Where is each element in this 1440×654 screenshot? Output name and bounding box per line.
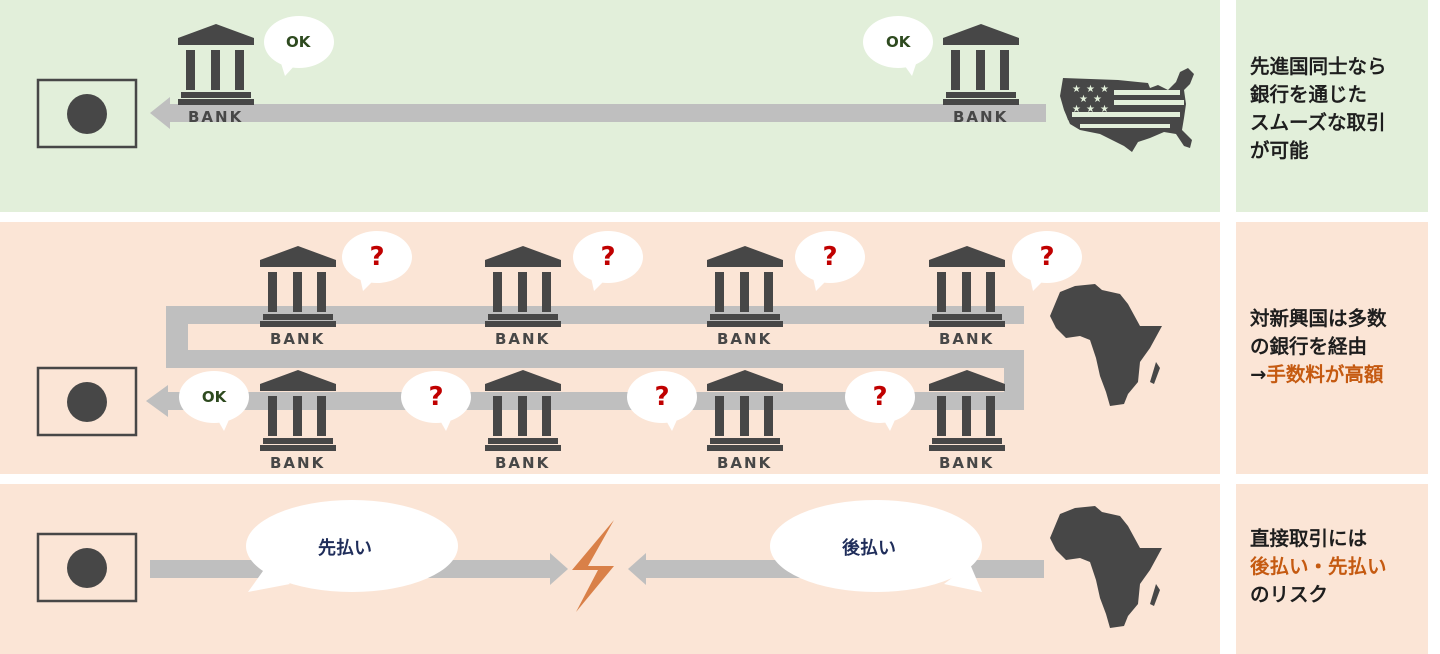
developed-country-panel: ★★★ ★★ ★★★ BANK BANK OK OK <box>0 0 1220 212</box>
bubble-text-ok: OK <box>286 33 311 51</box>
speech-bubble <box>264 16 334 76</box>
emerging-note-panel: 対新興国は多数 の銀行を経由 →手数料が高額 <box>1236 222 1428 474</box>
speech-bubble <box>863 16 933 76</box>
bubble-text: ? <box>369 242 385 272</box>
arrow-to-japan <box>150 97 1046 129</box>
japan-flag-icon <box>36 366 138 437</box>
svg-text:★: ★ <box>1072 104 1081 115</box>
usa-map-icon: ★★★ ★★ ★★★ <box>1060 68 1194 152</box>
emerging-diagram <box>36 231 1162 451</box>
bubble-text: ? <box>1039 242 1055 272</box>
bank-icon <box>485 370 561 451</box>
bank-icon <box>260 370 336 451</box>
speech-bubble <box>246 500 458 592</box>
japan-flag-icon <box>36 78 138 149</box>
speech-bubble <box>770 500 982 592</box>
bubble-text: ? <box>428 382 444 412</box>
bank-icon <box>485 246 561 327</box>
svg-text:★: ★ <box>1100 84 1109 95</box>
note-line: 銀行を通じた <box>1250 83 1368 106</box>
note-line: が可能 <box>1250 139 1309 162</box>
bubble-text: ? <box>600 242 616 272</box>
direct-diagram <box>36 500 1162 628</box>
zigzag-arrow-path <box>146 306 1024 417</box>
africa-map-icon <box>1050 284 1162 406</box>
lightning-icon <box>572 520 614 612</box>
note-text: 対新興国は多数 の銀行を経由 → <box>1250 307 1387 386</box>
bank-icon <box>707 370 783 451</box>
bank-label: BANK <box>270 330 326 348</box>
svg-text:★: ★ <box>1079 94 1088 105</box>
speech-bubble <box>795 231 865 291</box>
japan-flag-icon <box>36 532 138 603</box>
svg-text:★: ★ <box>1093 94 1102 105</box>
speech-bubble <box>342 231 412 291</box>
svg-text:★: ★ <box>1086 104 1095 115</box>
svg-text:★: ★ <box>1086 84 1095 95</box>
svg-text:★: ★ <box>1072 84 1081 95</box>
developed-note: 先進国同士なら 銀行を通じた スムーズな取引 が可能 <box>1250 53 1422 165</box>
bubble-text: ? <box>822 242 838 272</box>
bank-label: BANK <box>495 454 551 472</box>
bank-label: BANK <box>270 454 326 472</box>
bubble-text-ok: OK <box>886 33 911 51</box>
bank-icon <box>929 370 1005 451</box>
bubble-text: ? <box>872 382 888 412</box>
note-highlight: 手数料が高額 <box>1266 363 1384 386</box>
bank-label: BANK <box>939 454 995 472</box>
speech-bubble <box>845 371 915 431</box>
bank-icon <box>707 246 783 327</box>
postpayment-label: 後払い <box>842 538 896 559</box>
note-line: スムーズな取引 <box>1250 111 1386 134</box>
direct-note: 直接取引には 後払い・先払い のリスク <box>1250 525 1422 609</box>
bubble-text: ? <box>654 382 670 412</box>
speech-bubble <box>627 371 697 431</box>
direct-note-panel: 直接取引には 後払い・先払い のリスク <box>1236 484 1428 654</box>
bank-label: BANK <box>188 108 244 126</box>
developed-note-panel: 先進国同士なら 銀行を通じた スムーズな取引 が可能 <box>1236 0 1428 212</box>
bank-icon <box>929 246 1005 327</box>
note-line: 直接取引には <box>1250 527 1368 550</box>
note-line: 先進国同士なら <box>1250 55 1387 78</box>
direct-transaction-panel: 先払い 後払い <box>0 484 1220 654</box>
svg-text:★: ★ <box>1100 104 1109 115</box>
bank-icon <box>178 24 254 105</box>
bank-icon <box>943 24 1019 105</box>
bubble-text: OK <box>201 388 227 406</box>
note-highlight: 後払い・先払い <box>1250 555 1387 578</box>
bank-label: BANK <box>717 330 773 348</box>
bank-label: BANK <box>495 330 551 348</box>
prepayment-label: 先払い <box>318 538 372 559</box>
bank-icon <box>260 246 336 327</box>
note-line: のリスク <box>1250 583 1329 606</box>
speech-bubble <box>1012 231 1082 291</box>
emerging-note: 対新興国は多数 の銀行を経由 →手数料が高額 <box>1250 305 1422 389</box>
bank-label: BANK <box>717 454 773 472</box>
bank-label: BANK <box>939 330 995 348</box>
speech-bubble <box>179 371 249 431</box>
africa-map-icon <box>1050 506 1162 628</box>
bank-label: BANK <box>953 108 1009 126</box>
developed-diagram: ★★★ ★★ ★★★ <box>36 16 1194 152</box>
emerging-country-panel: BANK BANK BANK BANK BANK BANK BANK BANK???? OK??… <box>0 222 1220 474</box>
speech-bubble <box>401 371 471 431</box>
speech-bubble <box>573 231 643 291</box>
